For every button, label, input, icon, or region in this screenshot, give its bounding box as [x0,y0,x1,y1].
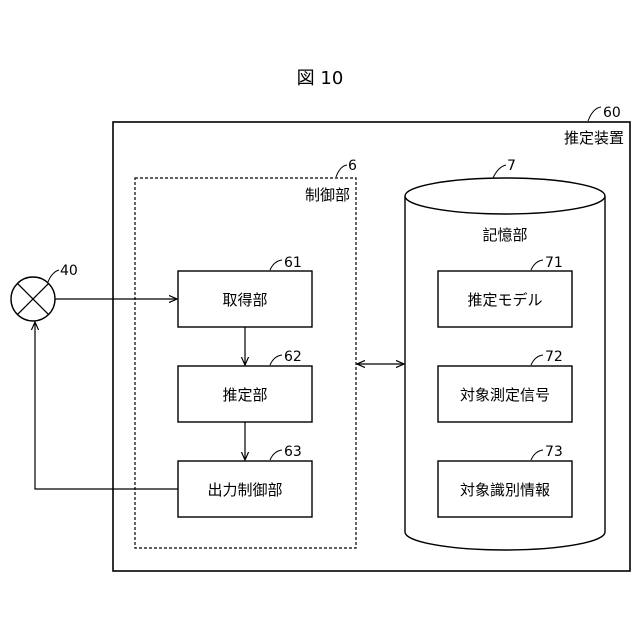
measurement-signal-ref: 72 [545,349,563,365]
control-unit-ref: 6 [348,158,357,174]
model-label: 推定モデル [467,291,542,309]
device-ref-leader [588,107,601,121]
output-control-label: 出力制御部 [207,481,282,499]
external-ref: 40 [60,263,78,279]
storage-ref: 7 [507,158,516,174]
external-ref-leader [48,270,59,282]
device-ref: 60 [603,105,621,121]
identification-info-ref: 73 [545,444,563,460]
output-control-ref: 63 [284,444,302,460]
output-control-ref-leader [270,450,282,460]
external-element-40 [11,277,55,321]
figure-title: 図 10 [297,68,344,89]
measurement-signal-label: 対象測定信号 [460,386,550,404]
estimation-ref-leader [270,355,282,365]
storage-label: 記憶部 [482,226,527,244]
control-unit-ref-leader [336,165,347,177]
storage-ref-leader [493,165,506,178]
identification-info-label: 対象識別情報 [460,481,550,499]
control-unit-label: 制御部 [305,186,350,204]
output-to-external-arrow [35,322,178,489]
acquisition-ref: 61 [284,255,302,271]
acquisition-ref-leader [270,260,282,270]
model-ref: 71 [545,255,563,271]
estimation-label: 推定部 [222,386,267,404]
acquisition-label: 取得部 [222,291,267,309]
device-label: 推定装置 [564,129,624,147]
estimation-ref: 62 [284,349,302,365]
